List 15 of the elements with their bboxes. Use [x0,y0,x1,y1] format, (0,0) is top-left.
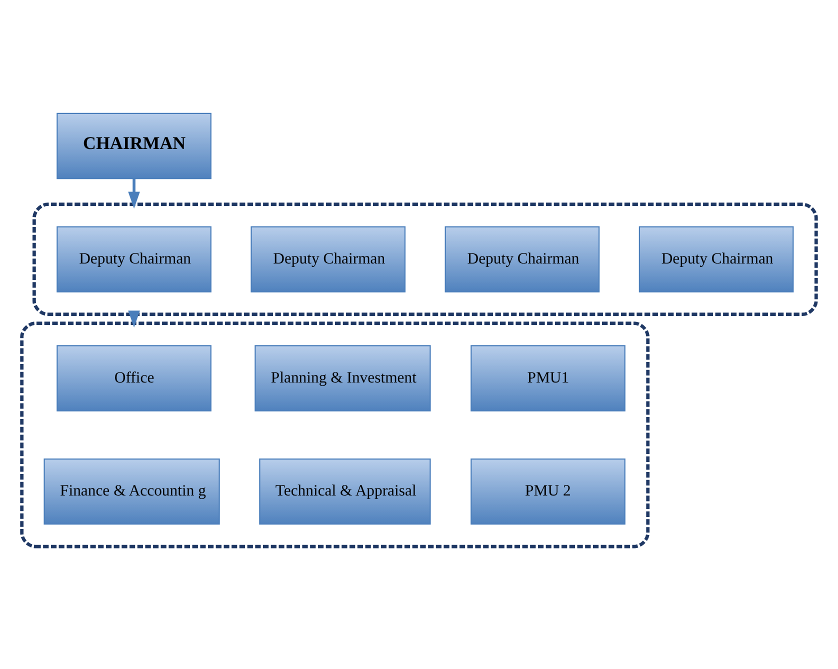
arrow [128,178,140,209]
node-box: Deputy Chairman [56,226,212,292]
node-box: Deputy Chairman [638,226,794,292]
node-box: Planning & Investment [254,345,431,412]
node-box: PMU 2 [470,458,626,525]
node-box: Technical & Appraisal [259,458,431,525]
node-box: PMU1 [470,345,626,412]
cluster [20,322,650,548]
node-box: Office [56,345,212,412]
node-box: CHAIRMAN [56,112,212,180]
arrow [128,310,140,328]
cluster [32,202,818,316]
node-box: Finance & Accountin g [44,458,220,525]
node-box: Deputy Chairman [444,226,600,292]
node-box: Deputy Chairman [250,226,406,292]
